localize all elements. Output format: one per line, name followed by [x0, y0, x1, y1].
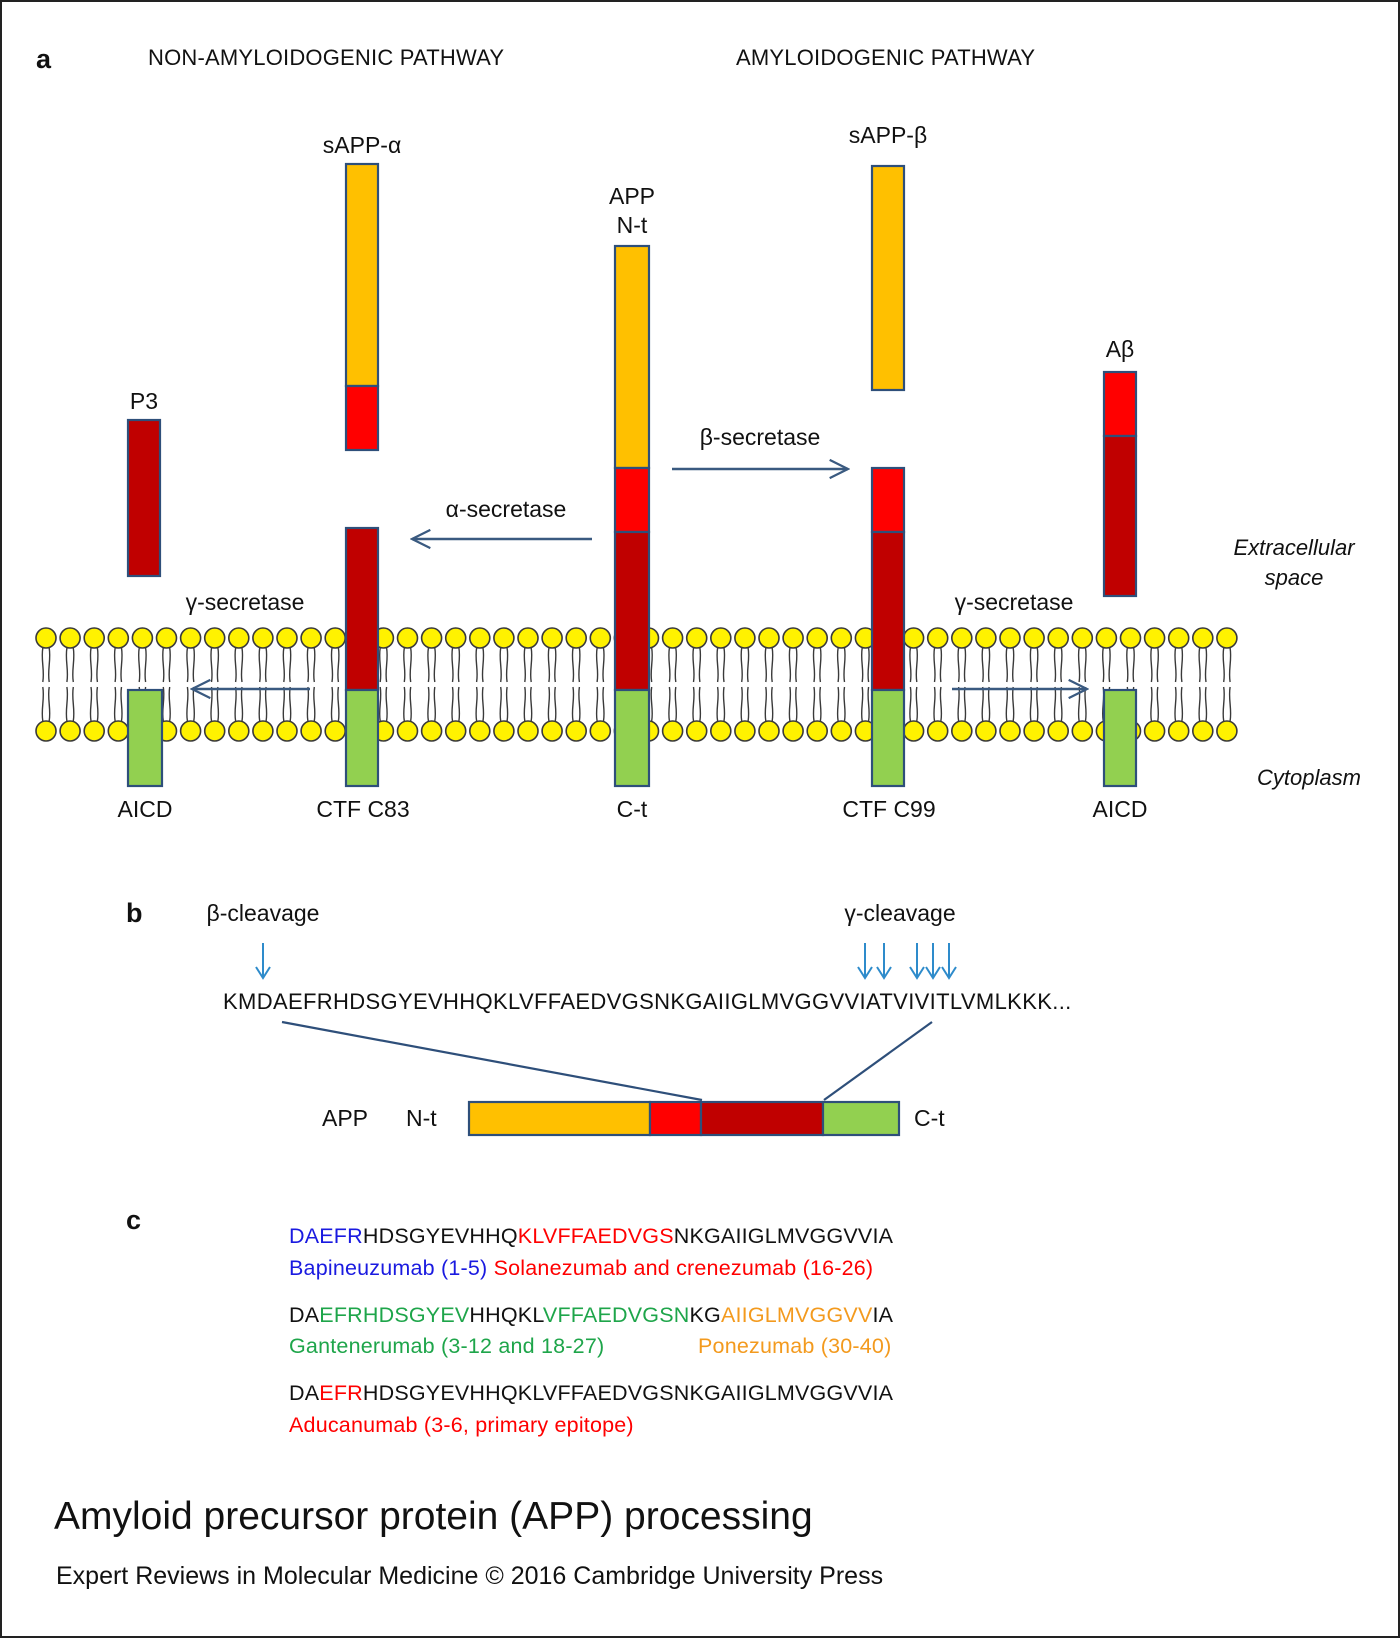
connector-lines — [281, 1020, 933, 1102]
ponezumab-epitope: AIIGLMVGGVV — [720, 1303, 873, 1327]
app-bar-n-terminus-label: N-t — [406, 1105, 437, 1131]
app-orange-segment — [613, 244, 651, 470]
sequence-segment: HDSGYEVHHQKLVFFAEDVGSNKGAIIGLMVGGVVIA — [362, 1381, 894, 1405]
p3-darkred-segment — [126, 418, 162, 578]
sapp-alpha-orange-segment — [344, 162, 380, 388]
gamma-secretase-left-label: γ-secretase — [185, 589, 305, 615]
bapineuzumab-label: Bapineuzumab (1-5) — [289, 1256, 488, 1280]
bapineuzumab-epitope: DAEFR — [289, 1224, 363, 1248]
panel-c-letter: c — [126, 1205, 142, 1235]
panel-a-letter: a — [36, 44, 52, 74]
sapp-alpha-red-segment — [344, 384, 380, 452]
sequence-segment: HDSGYEVHHQ — [362, 1224, 518, 1248]
protein-bars — [126, 162, 1138, 788]
app-bar-label: APP — [322, 1105, 369, 1131]
app-darkred-segment — [613, 530, 651, 692]
app-red-segment — [613, 466, 651, 534]
abeta-red-segment — [1102, 370, 1138, 438]
amyloidogenic-pathway-heading: AMYLOIDOGENIC PATHWAY — [736, 45, 1036, 70]
gamma-cleavage-arrow-5 — [941, 943, 957, 980]
sapp-beta-orange-segment — [870, 164, 906, 392]
sequence-segment: HHQKL — [469, 1303, 543, 1327]
epitope-sequence-row-1: DAEFRHDSGYEVHHQKLVFFAEDVGSNKGAIIGLMVGGVV… — [289, 1224, 894, 1248]
solanezumab-crenezumab-label: Solanezumab and crenezumab (16-26) — [493, 1256, 874, 1280]
sequence-segment: DA — [289, 1303, 320, 1327]
app-bar-orange — [467, 1100, 652, 1137]
beta-cleavage-arrow — [255, 943, 271, 980]
gamma-secretase-right-label: γ-secretase — [954, 589, 1074, 615]
cytoplasm-label: Cytoplasm — [1257, 765, 1361, 790]
ctf-c83-green-segment — [344, 688, 380, 788]
aicd-right-green-segment — [1102, 688, 1138, 788]
gamma-cleavage-label: γ-cleavage — [844, 900, 956, 926]
ctf-c99-red-segment — [870, 466, 906, 534]
aducanumab-label: Aducanumab (3-6, primary epitope) — [289, 1413, 634, 1437]
gantenerumab-epitope-2: VFFAEDVGSN — [542, 1303, 690, 1327]
extracellular-space-label-line1: Extracellular — [1233, 535, 1355, 560]
app-bar-darkred — [699, 1100, 825, 1137]
pathway-arrows — [192, 469, 1087, 689]
alpha-secretase-label: α-secretase — [445, 496, 567, 522]
app-label: APP — [608, 183, 656, 209]
connector-line-left — [281, 1020, 703, 1102]
aicd-left-label: AICD — [117, 796, 173, 822]
gamma-cleavage-arrow-2 — [876, 943, 892, 980]
app-green-segment — [613, 688, 651, 788]
gantenerumab-label: Gantenerumab (3-12 and 18-27) — [289, 1334, 605, 1358]
sapp-alpha-label: sAPP-α — [322, 132, 402, 158]
solanezumab-epitope: KLVFFAEDVGS — [517, 1224, 674, 1248]
connector-line-right — [823, 1021, 933, 1101]
aicd-left-green-segment — [126, 688, 164, 788]
p3-label: P3 — [129, 388, 159, 414]
panel-b-letter: b — [126, 898, 143, 928]
extracellular-space-label-line2: space — [1264, 565, 1324, 590]
sequence-segment: DA — [289, 1381, 320, 1405]
antibody-label-row-1: Bapineuzumab (1-5) Solanezumab and crene… — [289, 1256, 874, 1280]
epitope-sequence-row-2: DAEFRHDSGYEVHHQKLVFFAEDVGSNKGAIIGLMVGGVV… — [289, 1303, 894, 1327]
cleavage-arrows — [255, 943, 957, 980]
ctf-c99-green-segment — [870, 688, 906, 788]
sequence-segment: NKGAIIGLMVGGVVIA — [673, 1224, 894, 1248]
figure-title: Amyloid precursor protein (APP) processi… — [54, 1495, 813, 1538]
app-bar-c-terminus-label: C-t — [914, 1105, 945, 1131]
beta-secretase-label: β-secretase — [699, 424, 821, 450]
sapp-beta-label: sAPP-β — [848, 122, 928, 148]
beta-cleavage-label: β-cleavage — [206, 900, 320, 926]
ctf-c83-darkred-segment — [344, 526, 380, 692]
gamma-cleavage-arrow-1 — [857, 943, 873, 980]
sequence-segment: KG — [689, 1303, 721, 1327]
ctf-c99-darkred-segment — [870, 530, 906, 692]
abeta-darkred-segment — [1102, 434, 1138, 598]
ponezumab-label: Ponezumab (30-40) — [698, 1334, 892, 1358]
gantenerumab-epitope-1: EFRHDSGYEV — [319, 1303, 470, 1327]
app-bar-green — [821, 1100, 901, 1137]
aducanumab-epitope: EFR — [319, 1381, 363, 1405]
app-c-terminus-label: C-t — [616, 796, 648, 822]
epitope-sequence-row-3: DAEFRHDSGYEVHHQKLVFFAEDVGSNKGAIIGLMVGGVV… — [289, 1381, 894, 1405]
app-horizontal-bar — [467, 1100, 901, 1137]
sequence-segment: IA — [872, 1303, 894, 1327]
gamma-cleavage-arrow-4 — [925, 943, 941, 980]
app-bar-red — [648, 1100, 703, 1137]
figure-credit: Expert Reviews in Molecular Medicine © 2… — [56, 1562, 884, 1590]
ctf-c83-label: CTF C83 — [316, 796, 410, 822]
app-sequence: KMDAEFRHDSGYEVHHQKLVFFAEDVGSNKGAIIGLMVGG… — [223, 989, 1072, 1014]
aicd-right-label: AICD — [1092, 796, 1148, 822]
app-n-terminus-label: N-t — [616, 212, 648, 238]
abeta-label: Aβ — [1105, 336, 1135, 362]
gamma-cleavage-arrow-3 — [909, 943, 925, 980]
ctf-c99-label: CTF C99 — [842, 796, 936, 822]
non-amyloidogenic-pathway-heading: NON-AMYLOIDOGENIC PATHWAY — [148, 45, 505, 70]
